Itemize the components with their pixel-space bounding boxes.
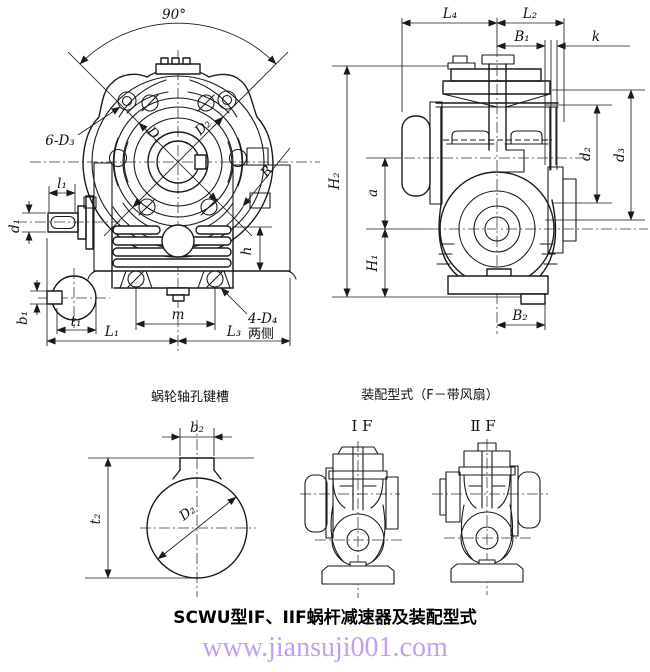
dim-6d3: 6-D₃ bbox=[45, 133, 74, 149]
dim-d2-side: d₂ bbox=[578, 147, 594, 161]
dim-d2: D₂ bbox=[191, 116, 215, 140]
dim-h: h bbox=[239, 247, 255, 256]
dim-4d4-note: 两侧 bbox=[248, 327, 274, 342]
side-base bbox=[332, 65, 549, 305]
assembly-title: 装配型式（F－带风扇） bbox=[361, 387, 498, 403]
keyway-centerlines bbox=[140, 420, 256, 597]
dim-B1: B₁ bbox=[513, 29, 529, 45]
dim-D2-keyway: D₂ bbox=[175, 502, 198, 525]
assembly-variant-2-drawing bbox=[432, 439, 548, 595]
input-shaft bbox=[47, 195, 94, 250]
footer: SCWU型IF、IIF蜗杆减速器及装配型式 www.jiansuji001.co… bbox=[173, 607, 476, 663]
front-flange-slots bbox=[112, 79, 244, 239]
website-watermark: www.jiansuji001.com bbox=[202, 632, 448, 663]
breather-cap bbox=[155, 57, 201, 75]
front-view-centerlines bbox=[16, 50, 320, 352]
dim-l1-small: l₁ bbox=[57, 176, 67, 192]
dim-k: k bbox=[592, 29, 600, 45]
assembly-variant-2-label: Ⅱ F bbox=[470, 417, 495, 435]
drawing-caption: SCWU型IF、IIF蜗杆减速器及装配型式 bbox=[173, 607, 476, 628]
dim-d3: d₃ bbox=[612, 148, 628, 162]
dim-t1: t₁ bbox=[71, 314, 82, 330]
dim-t2: t₂ bbox=[88, 514, 104, 525]
dim-b1: b₁ bbox=[15, 311, 31, 325]
assembly-variant-1-drawing bbox=[300, 441, 402, 598]
dim-L3: L₃ bbox=[226, 324, 241, 340]
assembly-variant-1-label: Ⅰ F bbox=[351, 417, 372, 435]
assembly-section: 装配型式（F－带风扇） Ⅰ F Ⅱ F bbox=[300, 387, 548, 598]
dim-d1: D₁ bbox=[143, 123, 167, 147]
side-housing-outline bbox=[401, 54, 577, 277]
dim-m: m bbox=[172, 307, 185, 323]
front-finned-body bbox=[111, 224, 234, 289]
dim-H2: H₂ bbox=[327, 172, 343, 190]
shaft-key-section bbox=[46, 275, 97, 321]
dim-B2: B₂ bbox=[511, 308, 527, 324]
dim-L4: L₄ bbox=[442, 6, 457, 22]
front-output-bore bbox=[147, 131, 209, 193]
keyway-view: 蜗轮轴孔键槽 b₂ t₂ D₂ bbox=[85, 389, 256, 597]
front-view: 90° bbox=[7, 7, 320, 352]
dim-d1-shaft: d₁ bbox=[7, 219, 23, 233]
keyway-title: 蜗轮轴孔键槽 bbox=[151, 389, 229, 405]
keyway-dimensions: b₂ t₂ D₂ bbox=[88, 420, 237, 579]
dim-L2: L₂ bbox=[522, 6, 537, 22]
dim-L1: L₁ bbox=[104, 324, 119, 340]
angle-90-label: 90° bbox=[162, 7, 186, 23]
side-view: L₄ L₂ B₁ k H₂ a H₁ d₂ bbox=[327, 6, 648, 334]
dim-a: a bbox=[365, 189, 381, 197]
dim-4d4: 4-D₄ bbox=[247, 311, 277, 327]
side-view-dimensions: L₄ L₂ B₁ k H₂ a H₁ d₂ bbox=[327, 6, 645, 330]
front-view-dimensions: D₁ D₂ 6-D₃ R l₁ d₁ b₁ bbox=[7, 106, 291, 346]
dim-H1: H₁ bbox=[365, 254, 381, 272]
keyway-outline bbox=[85, 457, 254, 579]
dim-b2: b₂ bbox=[190, 420, 204, 436]
front-feet bbox=[93, 270, 291, 302]
